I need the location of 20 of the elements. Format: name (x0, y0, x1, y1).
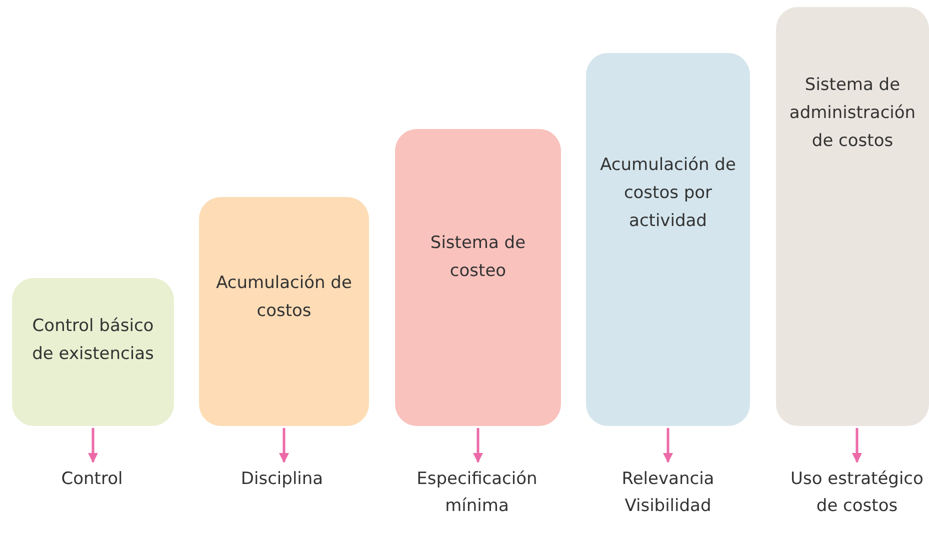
outcome-label: Especificación mínima (416, 468, 538, 518)
step-box (776, 7, 929, 426)
outcome-label: Control (60, 468, 124, 491)
step-box (199, 197, 369, 426)
outcome-label: Disciplina (240, 468, 324, 491)
step-label: Sistema de administración de costos (788, 74, 917, 153)
step-label: Sistema de costeo (429, 232, 527, 283)
step-box (586, 53, 750, 426)
outcome-label: Uso estratégico de costos (790, 468, 924, 518)
arrow (88, 428, 98, 463)
step-box (395, 129, 561, 426)
arrow (852, 428, 862, 463)
outcome-label: Relevancia Visibilidad (620, 468, 716, 518)
arrow (473, 428, 483, 463)
step-label: Control básico de existencias (31, 315, 155, 366)
step-label: Acumulación de costos (215, 272, 353, 323)
step-box (12, 278, 174, 426)
arrow (279, 428, 289, 463)
step-label: Acumulación de costos por actividad (599, 154, 737, 233)
arrow (663, 428, 673, 463)
